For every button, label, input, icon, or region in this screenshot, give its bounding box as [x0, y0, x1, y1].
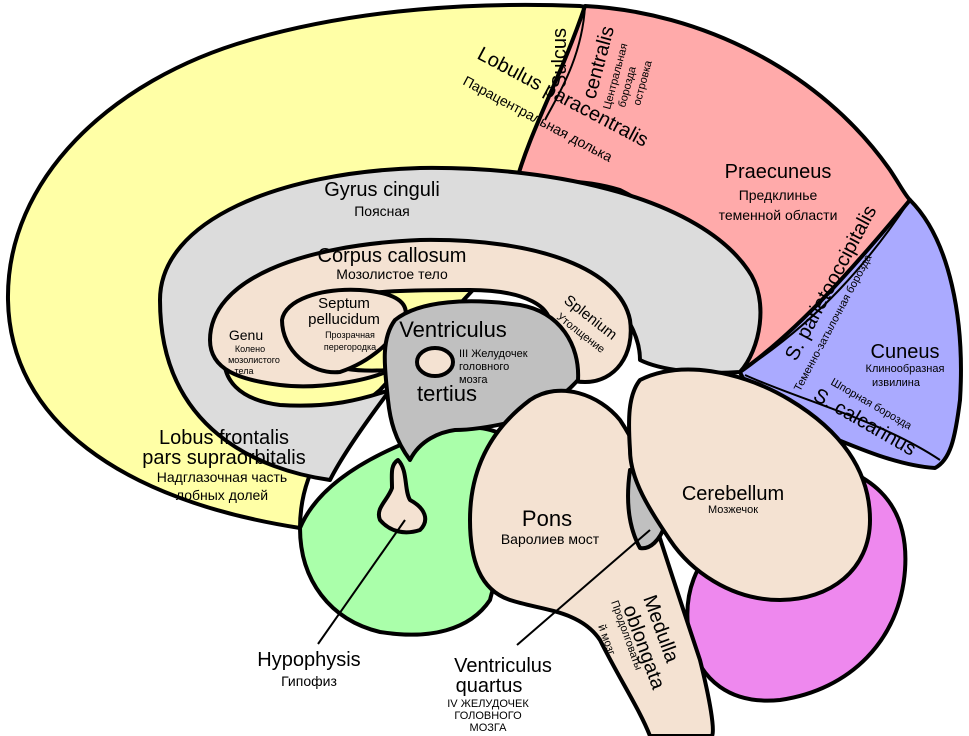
label-cuneus-ru-2: извилина	[872, 377, 921, 389]
calcarine-sulcus-line	[744, 374, 941, 461]
label-ventriculus-quartus-ru-1: IV ЖЕЛУДОЧЕК	[447, 698, 529, 710]
ventriculus-quartus-leader-line	[516, 529, 651, 646]
label-pons: Pons	[522, 506, 572, 531]
label-ventriculus-tertius-ru-3: мозга	[459, 374, 488, 386]
label-ventriculus-quartus-ru-2: ГОЛОВНОГО	[454, 710, 522, 722]
interthalamic-adhesion	[415, 346, 455, 378]
label-ventriculus-quartus-1: Ventriculus	[454, 655, 552, 677]
corpus-callosum-region	[208, 237, 633, 389]
label-corpus-callosum-ru: Мозолистое тело	[336, 266, 448, 282]
label-praecuneus-ru-1: Предклинье	[739, 187, 818, 203]
label-praecuneus-ru-2: теменной области	[719, 207, 838, 223]
label-septum-ru-1: Прозрачная	[325, 330, 375, 340]
label-cuneus: Cuneus	[871, 341, 940, 363]
label-genu: Genu	[229, 327, 263, 343]
label-septum-1: Septum	[318, 295, 370, 312]
label-ventriculus-tertius-2: tertius	[417, 381, 477, 406]
label-gyrus-cinguli: Gyrus cinguli	[324, 179, 440, 201]
hypophysis-leader-line	[317, 519, 406, 645]
label-ventriculus-tertius-ru-1: III Желудочек	[459, 348, 528, 360]
label-ventriculus-tertius-1: Ventriculus	[399, 317, 507, 342]
label-lobus-frontalis-2: pars supraorbitalis	[142, 447, 305, 469]
label-corpus-callosum: Corpus callosum	[318, 245, 467, 267]
label-hypophysis: Hypophysis	[257, 649, 360, 671]
label-genu-ru-2: мозолистого	[228, 355, 280, 365]
label-sulcus: Sulcus	[549, 28, 571, 88]
label-cuneus-ru-1: Клинообразная	[866, 363, 945, 375]
label-cerebellum-ru: Мозжечок	[708, 504, 758, 516]
label-lobus-frontalis-ru-1: Надглазочная часть	[157, 469, 287, 485]
central-sulcus-line	[544, 5, 586, 121]
parietooccipital-sulcus-line	[739, 199, 911, 373]
label-lobus-frontalis-1: Lobus frontalis	[159, 427, 289, 449]
label-pons-ru: Варолиев мост	[501, 531, 600, 547]
label-hypophysis-ru: Гипофиз	[281, 673, 337, 689]
label-ventriculus-quartus-ru-3: МОЗГА	[470, 722, 508, 734]
label-gyrus-cinguli-ru: Поясная	[354, 203, 410, 219]
label-genu-ru-3: тела	[235, 366, 254, 376]
label-praecuneus: Praecuneus	[725, 161, 832, 183]
label-ventriculus-quartus-2: quartus	[456, 675, 523, 697]
label-genu-ru-1: Колено	[235, 344, 265, 354]
label-cerebellum: Cerebellum	[682, 483, 784, 505]
cerebellum-region	[627, 367, 872, 602]
label-lobus-frontalis-ru-2: лобных долей	[176, 487, 268, 503]
label-ventriculus-tertius-ru-2: головного	[459, 361, 509, 373]
label-septum-ru-2: перегородка	[324, 342, 376, 352]
label-septum-2: pellucidum	[308, 311, 380, 328]
